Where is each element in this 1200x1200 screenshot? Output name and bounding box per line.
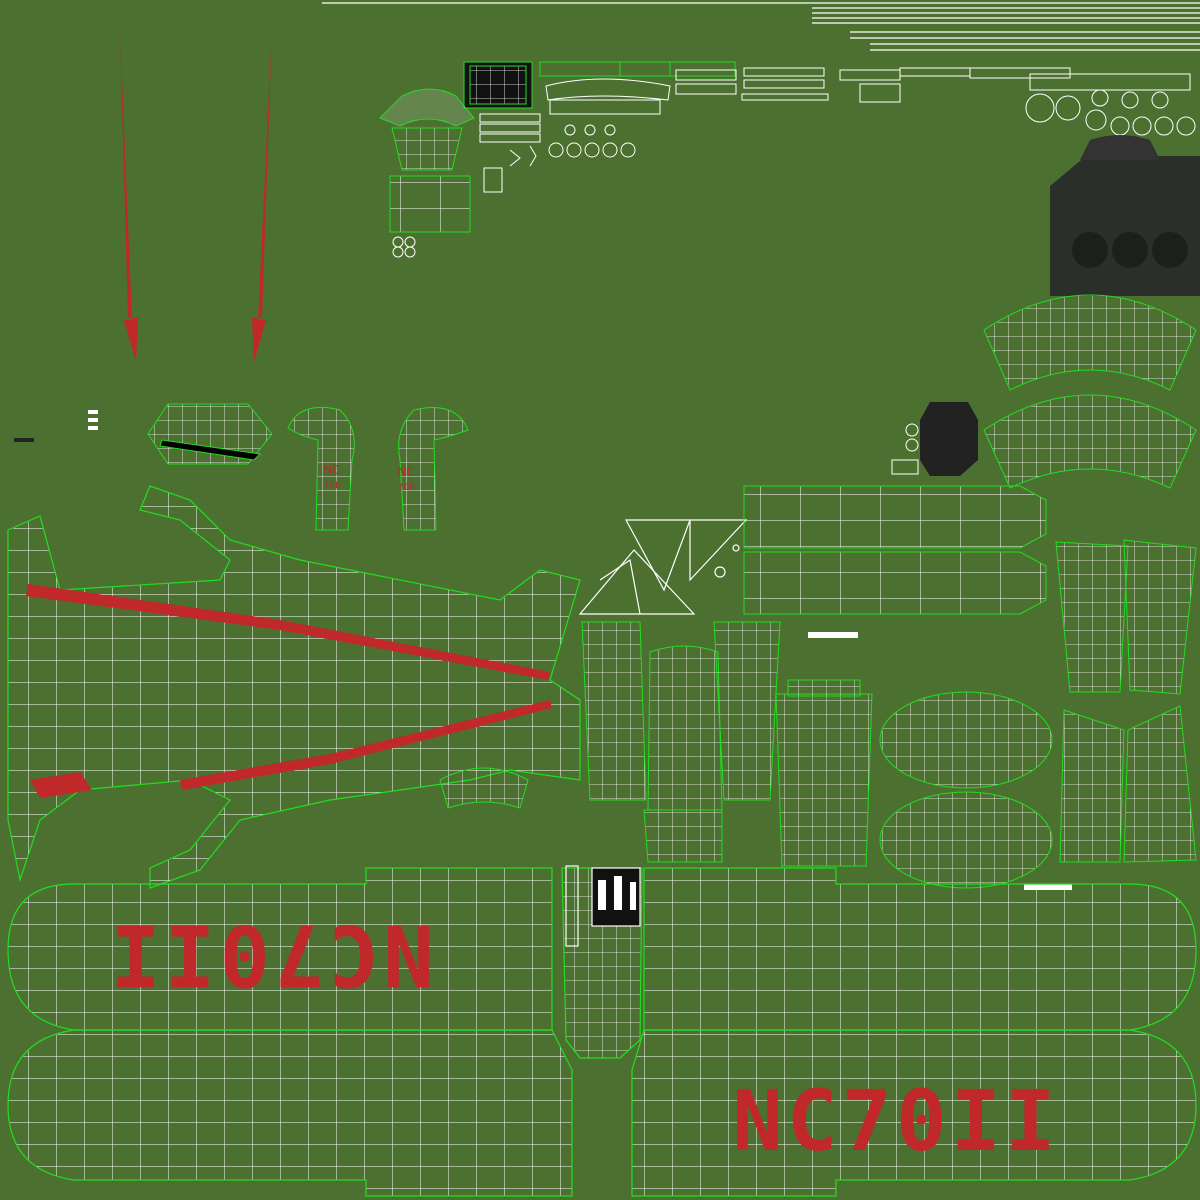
tail-reg-left-1: NC bbox=[323, 463, 340, 477]
wing-lower-right: NC70II bbox=[631, 1029, 1197, 1197]
nose-piece bbox=[439, 767, 529, 809]
tail-fin-right: NC 70II bbox=[397, 407, 469, 531]
top-strip-lines bbox=[322, 2, 1200, 51]
engine-parts-cluster bbox=[1025, 73, 1196, 136]
wing-center-section bbox=[561, 865, 643, 1059]
tail-reg-right-1: NC bbox=[397, 465, 414, 479]
left-small-parts bbox=[14, 410, 98, 442]
cockpit-panels bbox=[581, 621, 873, 867]
hex-panel bbox=[147, 403, 273, 465]
dark-fitting bbox=[920, 402, 978, 476]
float-panels bbox=[743, 485, 1047, 615]
tail-reg-right-2: 70II bbox=[398, 483, 415, 493]
strut-triangles bbox=[578, 519, 748, 615]
small-fittings-right bbox=[891, 423, 919, 475]
engine-block-dark bbox=[1050, 135, 1200, 296]
wing-lower-registration: NC70II bbox=[732, 1072, 1059, 1170]
red-stripe-left bbox=[120, 30, 138, 362]
tail-fin-left: NC 70II bbox=[287, 406, 355, 531]
wing-upper-registration: NC70II bbox=[106, 906, 433, 1004]
small-parts-cluster bbox=[392, 61, 1071, 258]
fuselage-unwrap bbox=[7, 485, 581, 889]
wing-right-upper bbox=[643, 867, 1197, 1031]
wing-upper: NC70II bbox=[7, 867, 553, 1031]
float-ovals bbox=[879, 691, 1053, 889]
wing-lower-left bbox=[7, 1029, 573, 1197]
tailplane-panels-right bbox=[1055, 539, 1197, 863]
tail-reg-left-2: 70II bbox=[324, 481, 341, 491]
cowl-piece bbox=[379, 88, 475, 233]
cowl-segments-right bbox=[983, 294, 1197, 489]
red-stripe-right bbox=[252, 30, 272, 362]
